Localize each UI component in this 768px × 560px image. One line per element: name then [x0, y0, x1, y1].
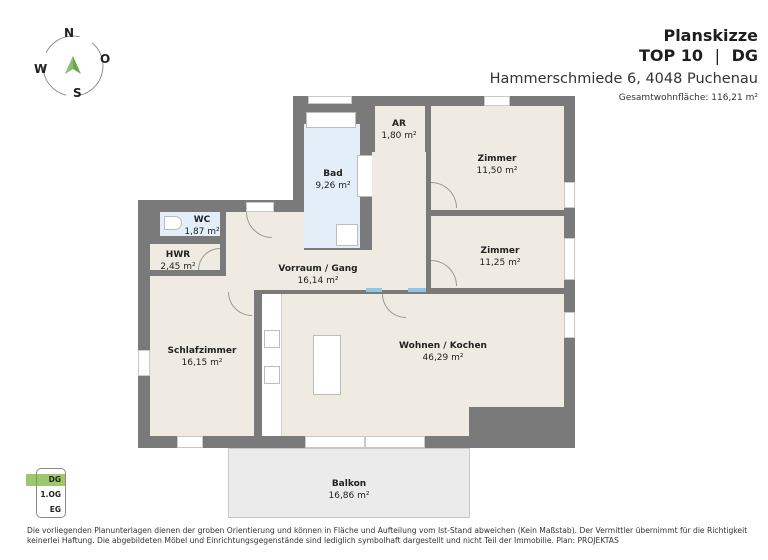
floor-item-dg[interactable]: DG [48, 475, 61, 484]
compass-east: O [100, 52, 111, 66]
bathtub-icon [306, 112, 356, 128]
floor-item-1og[interactable]: 1.OG [40, 490, 61, 499]
window [484, 96, 510, 106]
address: Hammerschmiede 6, 4048 Puchenau [489, 71, 758, 87]
room-zimmer-1[interactable] [431, 106, 564, 210]
compass-ring-icon [42, 35, 104, 97]
floor-item-eg[interactable]: EG [49, 505, 61, 514]
total-area: Gesamtwohnfläche: 116,21 m² [618, 93, 758, 103]
entrance-door[interactable] [246, 202, 274, 212]
plan-title: Planskizze [663, 26, 758, 45]
window [138, 350, 150, 376]
balcony-door[interactable] [305, 436, 365, 448]
glass-panel [366, 288, 382, 292]
title-block: Planskizze TOP 10 | DG Hammerschmiede 6,… [490, 26, 758, 90]
glass-panel [408, 288, 426, 292]
compass: N O S W [30, 26, 116, 104]
compass-south: S [73, 86, 82, 100]
window [177, 436, 203, 448]
room-ar[interactable] [375, 106, 425, 152]
shower-icon [336, 224, 358, 246]
cooktop-icon [264, 366, 280, 384]
window [308, 96, 352, 104]
unit-floor-line: TOP 10 | DG [490, 46, 758, 66]
floor-selector: DG 1.OG EG [36, 468, 66, 518]
sink-icon [264, 330, 280, 348]
unit-number: TOP 10 [638, 46, 704, 65]
wall-corner [469, 407, 575, 448]
disclaimer-line-2: keinerlei Haftung. Die abgebildeten Möbe… [27, 536, 619, 545]
compass-west: W [34, 62, 48, 76]
toilet-icon [164, 216, 182, 230]
window [564, 182, 575, 208]
window [564, 238, 575, 280]
kitchen-counter [262, 294, 282, 436]
sliding-door[interactable] [365, 436, 425, 448]
kitchen-island [313, 335, 341, 395]
window [564, 312, 575, 338]
separator: | [714, 46, 720, 65]
room-balkon[interactable] [228, 448, 470, 518]
floor-code: DG [731, 46, 758, 65]
compass-north: N [64, 26, 75, 40]
disclaimer-line-1: Die vorliegenden Planunterlagen dienen d… [27, 526, 748, 535]
room-vorraum[interactable] [304, 250, 426, 290]
room-vorraum-upper[interactable] [372, 152, 426, 252]
disclaimer: Die vorliegenden Planunterlagen dienen d… [27, 526, 767, 546]
